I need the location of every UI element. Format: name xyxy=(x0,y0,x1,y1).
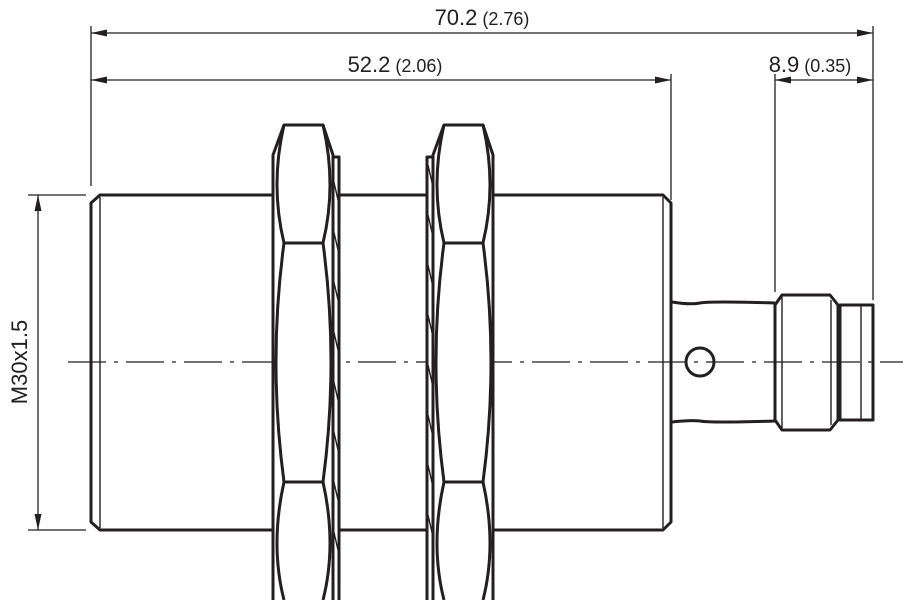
svg-text:70.2(2.76): 70.2(2.76) xyxy=(435,5,530,30)
thread-label: M30x1.5 xyxy=(7,320,32,404)
dimension-body-length: 52.2(2.06) xyxy=(91,52,671,84)
connector-neck xyxy=(671,300,776,424)
dimension-overall-length: 70.2(2.76) xyxy=(91,5,873,37)
svg-text:8.9(0.35): 8.9(0.35) xyxy=(769,52,852,77)
dimension-connector-length: 8.9(0.35) xyxy=(769,52,873,84)
svg-text:52.2(2.06): 52.2(2.06) xyxy=(348,52,443,77)
body-length-inch: (2.06) xyxy=(395,56,442,76)
connector-thread xyxy=(838,303,875,422)
overall-length-value: 70.2 xyxy=(435,5,478,30)
connector-length-value: 8.9 xyxy=(769,52,800,77)
dimension-thread: M30x1.5 xyxy=(7,195,42,530)
connector-coupling xyxy=(773,293,840,432)
body-length-value: 52.2 xyxy=(348,52,391,77)
overall-length-inch: (2.76) xyxy=(482,9,529,29)
hex-nut-1 xyxy=(271,123,335,600)
hex-nut-2 xyxy=(431,123,495,600)
connector-length-inch: (0.35) xyxy=(804,56,851,76)
neck-hole xyxy=(684,346,716,378)
sensor-body xyxy=(89,193,673,532)
